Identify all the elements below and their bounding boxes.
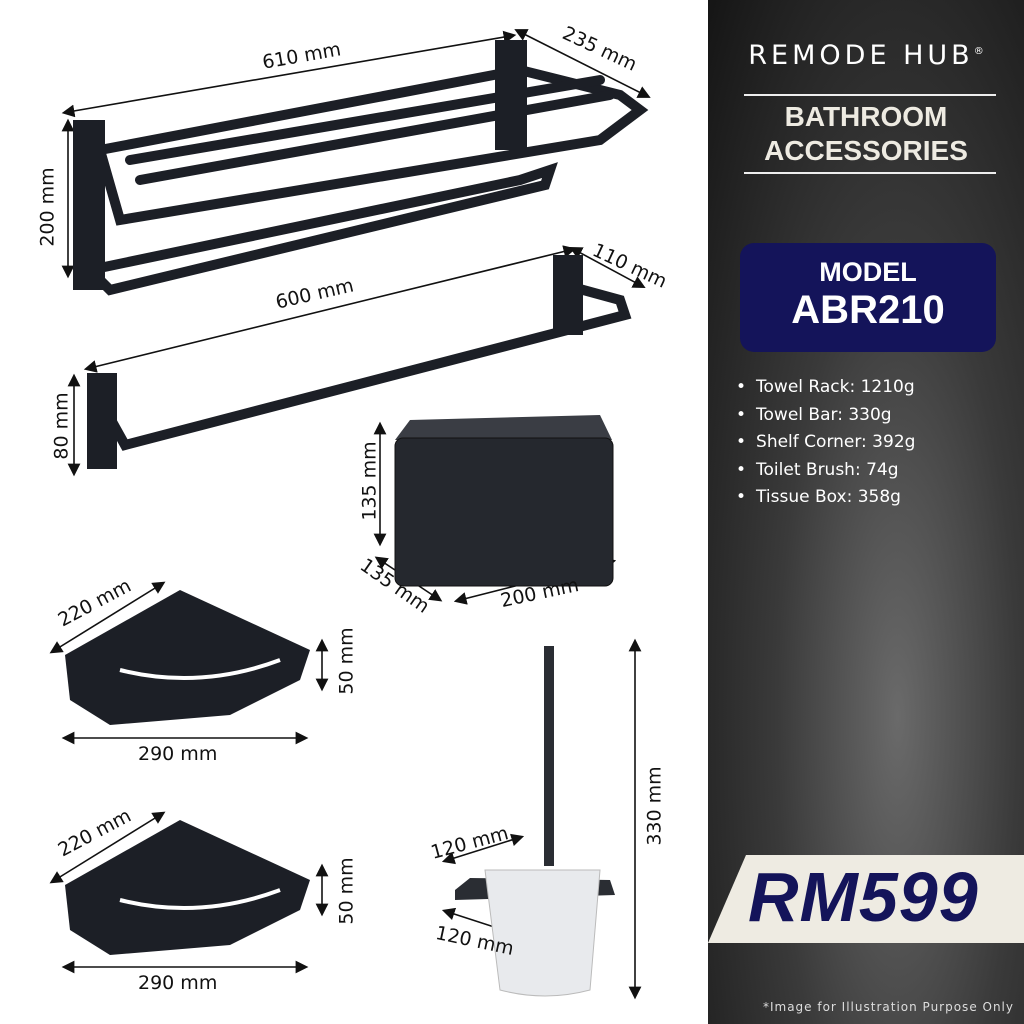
- toilet-brush-drawing: [455, 646, 615, 997]
- disclaimer-note: *Image for Illustration Purpose Only: [762, 1000, 1014, 1014]
- tissue-box-drawing: [394, 415, 614, 587]
- model-badge: MODEL ABR210: [740, 243, 996, 352]
- divider: [744, 94, 996, 96]
- shelf-1-height: 50 mm: [335, 627, 358, 695]
- spec-item: Shelf Corner: 392g: [736, 429, 915, 457]
- towel-rack-drawing: [73, 40, 649, 296]
- spec-item: Towel Rack: 1210g: [736, 374, 915, 402]
- product-illustration-area: 610 mm 235 mm 200 mm 600 mm 110 mm 80 mm…: [36, 22, 671, 1000]
- model-value: ABR210: [791, 288, 945, 332]
- shelf-2-height: 50 mm: [335, 857, 358, 925]
- shelf-1-width: 290 mm: [138, 743, 218, 765]
- spec-item: Tissue Box: 358g: [736, 484, 915, 512]
- weight-specs-list: Towel Rack: 1210g Towel Bar: 330g Shelf …: [736, 374, 915, 512]
- spec-item: Towel Bar: 330g: [736, 402, 915, 430]
- towel-bar-drawing: [87, 255, 632, 469]
- price-value: RM599: [748, 858, 979, 936]
- registered-mark: ®: [973, 46, 984, 57]
- dimension-lines: [49, 29, 651, 1000]
- corner-shelf-drawings: [65, 590, 310, 955]
- products-drawing: [49, 29, 651, 1000]
- spec-item: Toilet Brush: 74g: [736, 457, 915, 485]
- tissue-box-height: 135 mm: [358, 441, 381, 521]
- title-line-2: ACCESSORIES: [764, 135, 968, 166]
- towel-bar-height: 80 mm: [50, 392, 73, 460]
- towel-rack-height: 200 mm: [36, 167, 59, 247]
- title-line-1: BATHROOM: [784, 101, 948, 132]
- brand-name: REMODE HUB: [748, 40, 974, 71]
- toilet-brush-height: 330 mm: [643, 766, 666, 846]
- brand-logo: REMODE HUB®: [708, 40, 1024, 71]
- info-panel: REMODE HUB® BATHROOM ACCESSORIES MODEL A…: [708, 0, 1024, 1024]
- price-banner: RM599: [708, 855, 1024, 943]
- model-label: MODEL: [819, 257, 917, 287]
- shelf-2-width: 290 mm: [138, 972, 218, 994]
- divider: [744, 172, 996, 174]
- category-title: BATHROOM ACCESSORIES: [708, 100, 1024, 168]
